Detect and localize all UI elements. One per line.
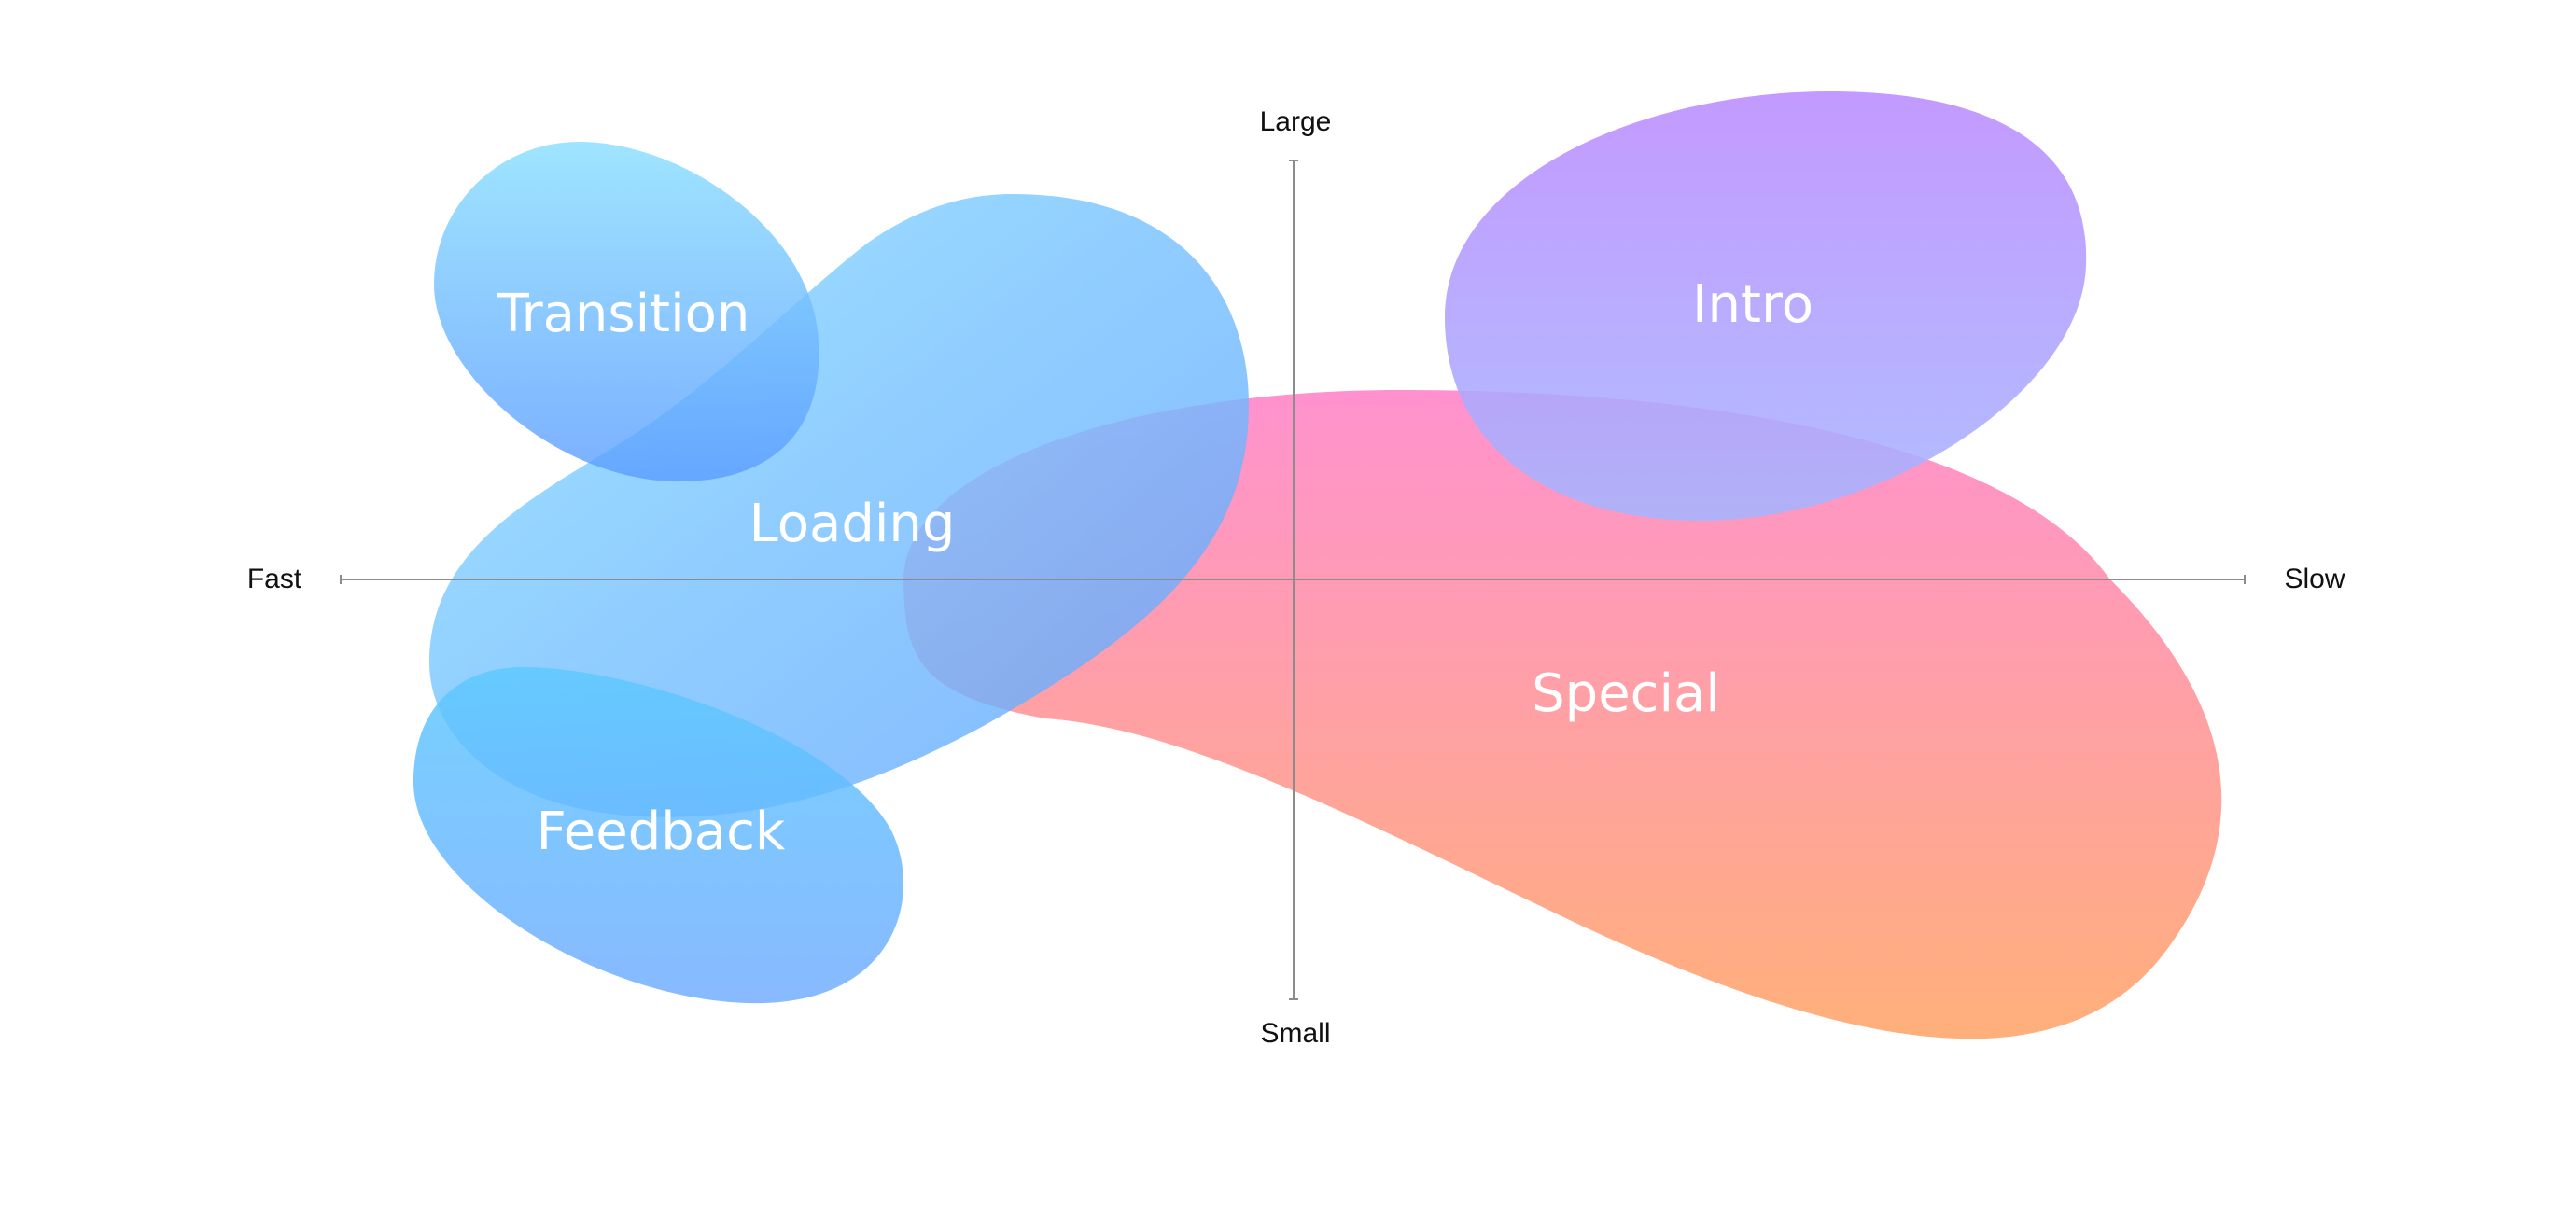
special-label: Special bbox=[1532, 663, 1720, 724]
loading-label: Loading bbox=[749, 494, 956, 554]
loading-region bbox=[429, 194, 1250, 817]
transition-label: Transition bbox=[497, 284, 750, 344]
y-axis-top-label: Large bbox=[1260, 106, 1332, 137]
special-region bbox=[903, 390, 2222, 1039]
transition-region bbox=[434, 142, 819, 482]
x-axis-right-label: Slow bbox=[2284, 564, 2345, 594]
feedback-region bbox=[413, 667, 904, 1004]
intro-region bbox=[1445, 91, 2087, 522]
y-axis-bottom-label: Small bbox=[1260, 1018, 1330, 1049]
feedback-label: Feedback bbox=[537, 802, 786, 862]
x-axis-left-label: Fast bbox=[247, 564, 302, 594]
intro-label: Intro bbox=[1692, 274, 1813, 335]
